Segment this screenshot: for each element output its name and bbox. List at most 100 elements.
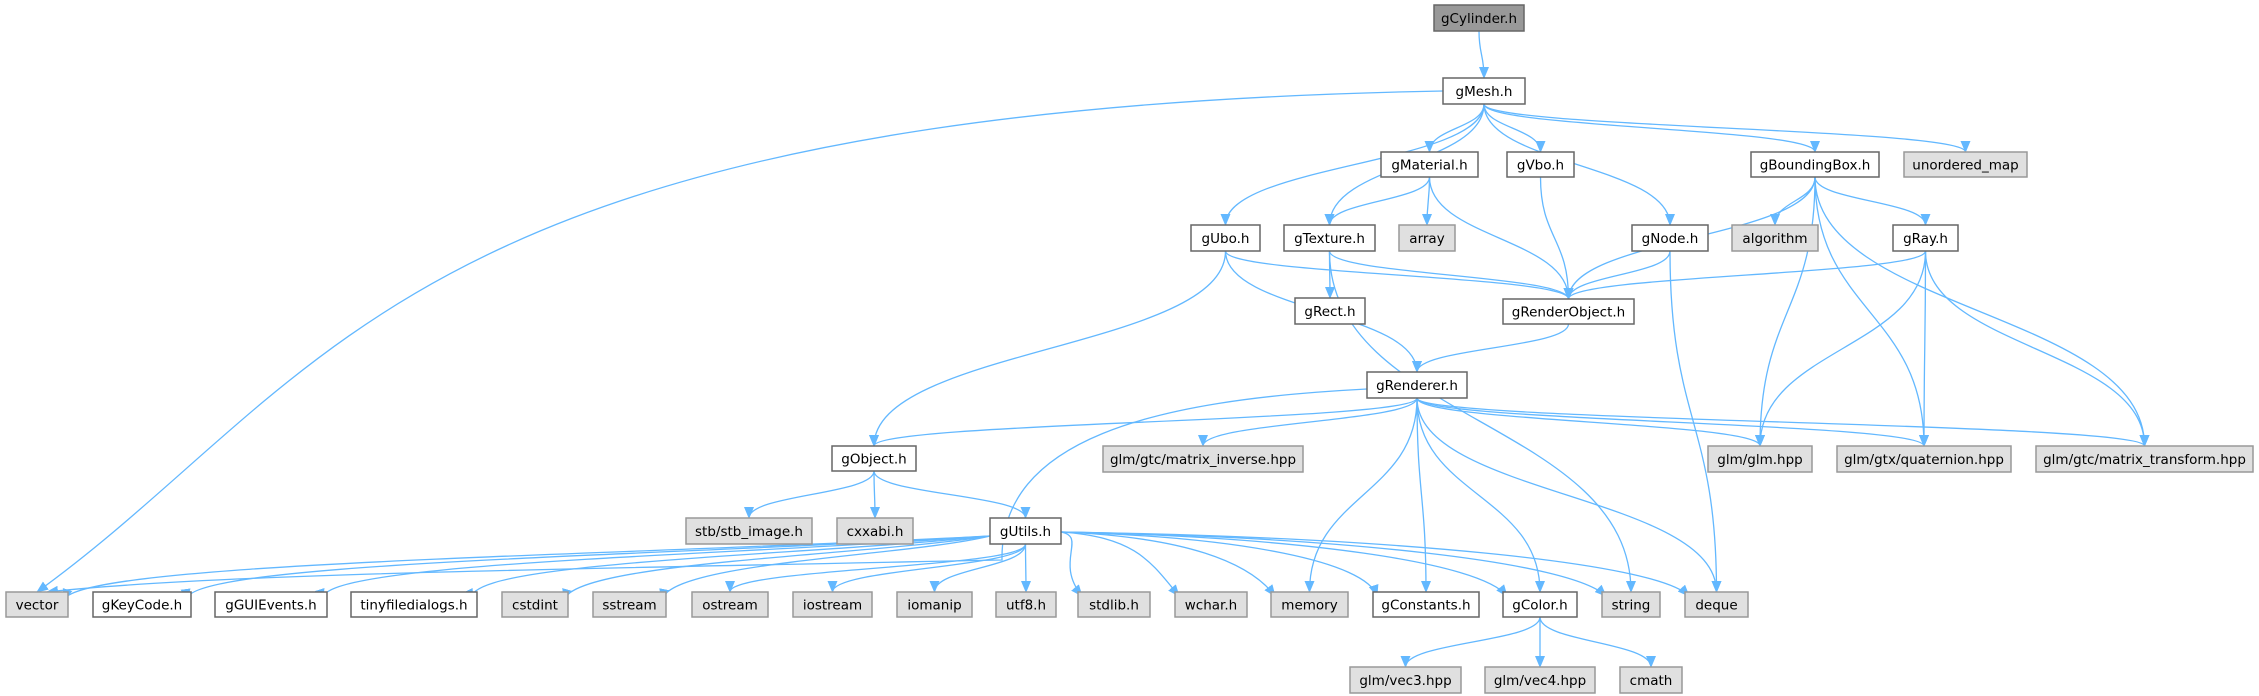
edges-layer	[36, 30, 2150, 668]
node-label: cstdint	[512, 598, 558, 614]
node-iomanip: iomanip	[896, 591, 973, 618]
node-stb_image: stb/stb_image.h	[685, 517, 813, 545]
node-gUtils[interactable]: gUtils.h	[989, 517, 1062, 545]
node-box	[995, 591, 1057, 618]
edge-gUtils-to-vector	[62, 535, 991, 601]
node-tinyfiledialogs[interactable]: tinyfiledialogs.h	[350, 591, 478, 618]
node-gObject[interactable]: gObject.h	[831, 445, 917, 472]
node-label: gKeyCode.h	[102, 598, 182, 614]
node-label: glm/vec3.hpp	[1359, 673, 1451, 689]
node-gRect[interactable]: gRect.h	[1294, 297, 1366, 325]
edge-gRenderer-to-matrix_transform	[1416, 397, 2150, 447]
node-label: gObject.h	[841, 452, 906, 468]
node-gVbo[interactable]: gVbo.h	[1506, 151, 1575, 178]
node-label: gMesh.h	[1456, 84, 1513, 100]
node-box	[501, 591, 569, 618]
node-gTexture[interactable]: gTexture.h	[1283, 224, 1376, 252]
edge-gMesh-to-gMaterial	[1424, 103, 1485, 153]
node-vec3: glm/vec3.hpp	[1349, 666, 1462, 694]
edge-gRay-to-matrix_transform	[1924, 250, 2150, 447]
node-label: gRenderObject.h	[1512, 305, 1625, 321]
node-label: utf8.h	[1006, 598, 1046, 614]
node-box	[1903, 151, 2028, 178]
edge-gObject-to-stb_image	[744, 470, 875, 519]
node-label: gConstants.h	[1381, 598, 1470, 614]
node-box	[1174, 591, 1248, 618]
node-gConstants[interactable]: gConstants.h	[1372, 591, 1480, 618]
edge-gBoundingBox-to-matrix_transform	[1814, 176, 2150, 447]
edge-gRenderer-to-quaternion	[1416, 397, 1929, 447]
node-box	[831, 445, 917, 472]
edge-gRenderer-to-gColor	[1416, 397, 1545, 593]
node-label: glm/glm.hpp	[1717, 452, 1802, 468]
node-box	[792, 591, 873, 618]
node-gRenderObject[interactable]: gRenderObject.h	[1502, 298, 1635, 325]
node-gRenderer[interactable]: gRenderer.h	[1366, 371, 1468, 399]
node-box	[1442, 77, 1526, 105]
node-wchar: wchar.h	[1174, 591, 1248, 618]
node-label: gUtils.h	[1000, 524, 1051, 540]
node-box	[1506, 151, 1575, 178]
node-box	[1366, 371, 1468, 399]
edge-gObject-to-gUtils	[873, 470, 1031, 519]
node-box	[1398, 224, 1456, 252]
node-gRay[interactable]: gRay.h	[1892, 224, 1959, 252]
node-gGUIEvents[interactable]: gGUIEvents.h	[214, 591, 328, 618]
edge-gMesh-to-vector	[36, 90, 1444, 593]
node-label: array	[1409, 231, 1444, 247]
node-label: cxxabi.h	[847, 524, 904, 540]
node-gMesh[interactable]: gMesh.h	[1442, 77, 1526, 105]
node-ostream: ostream	[691, 591, 769, 618]
node-label: cmath	[1630, 673, 1673, 689]
node-box	[1631, 224, 1709, 252]
node-box	[1707, 445, 1813, 473]
node-deque: deque	[1684, 591, 1749, 618]
node-string: string	[1601, 591, 1661, 618]
node-gKeyCode[interactable]: gKeyCode.h	[92, 591, 192, 618]
node-label: stdlib.h	[1089, 598, 1139, 614]
node-box	[1750, 151, 1880, 178]
edge-gRenderer-to-gObject	[869, 397, 1418, 447]
node-label: gColor.h	[1512, 598, 1567, 614]
node-label: gRenderer.h	[1376, 378, 1458, 394]
edge-gMesh-to-unordered_map	[1483, 103, 1971, 153]
node-box	[1502, 591, 1578, 618]
node-box	[1836, 445, 2012, 473]
node-label: gVbo.h	[1517, 158, 1564, 174]
edge-gUtils-to-memory	[1060, 531, 1276, 597]
edge-gUtils-to-cstdint	[562, 535, 991, 601]
node-utf8: utf8.h	[995, 591, 1057, 618]
node-box	[1619, 666, 1683, 694]
edge-gMesh-to-gBoundingBox	[1483, 103, 1820, 153]
node-box	[1601, 591, 1661, 618]
node-gMaterial[interactable]: gMaterial.h	[1380, 151, 1479, 178]
node-gUbo[interactable]: gUbo.h	[1190, 224, 1261, 252]
node-box	[1433, 4, 1525, 32]
node-box	[1502, 298, 1635, 325]
edge-gUtils-to-wchar	[1060, 531, 1180, 597]
node-matrix_inverse: glm/gtc/matrix_inverse.hpp	[1102, 445, 1304, 473]
node-label: deque	[1695, 598, 1737, 614]
node-gNode[interactable]: gNode.h	[1631, 224, 1709, 252]
node-unordered_map: unordered_map	[1903, 151, 2028, 178]
edge-gUtils-to-deque	[1060, 531, 1690, 597]
node-gBoundingBox[interactable]: gBoundingBox.h	[1750, 151, 1880, 178]
edge-gBoundingBox-to-algorithm	[1770, 176, 1816, 226]
node-algorithm: algorithm	[1731, 224, 1819, 252]
edge-gRenderer-to-matrix_inverse	[1198, 397, 1418, 447]
edge-gUtils-to-iostream	[827, 543, 1027, 593]
edge-gVbo-to-gRenderObject	[1539, 176, 1574, 300]
node-iostream: iostream	[792, 591, 873, 618]
node-label: tinyfiledialogs.h	[360, 598, 467, 614]
node-box	[592, 591, 667, 618]
node-box	[896, 591, 973, 618]
node-label: gBoundingBox.h	[1760, 158, 1871, 174]
node-label: iomanip	[907, 598, 961, 614]
node-label: gNode.h	[1642, 231, 1699, 247]
node-label: glm/gtc/matrix_transform.hpp	[2043, 452, 2246, 468]
node-gColor[interactable]: gColor.h	[1502, 591, 1578, 618]
node-box	[1892, 224, 1959, 252]
edge-gObject-to-cxxabi	[869, 470, 880, 519]
node-label: glm/gtx/quaternion.hpp	[1844, 452, 2004, 468]
node-box	[5, 591, 69, 618]
